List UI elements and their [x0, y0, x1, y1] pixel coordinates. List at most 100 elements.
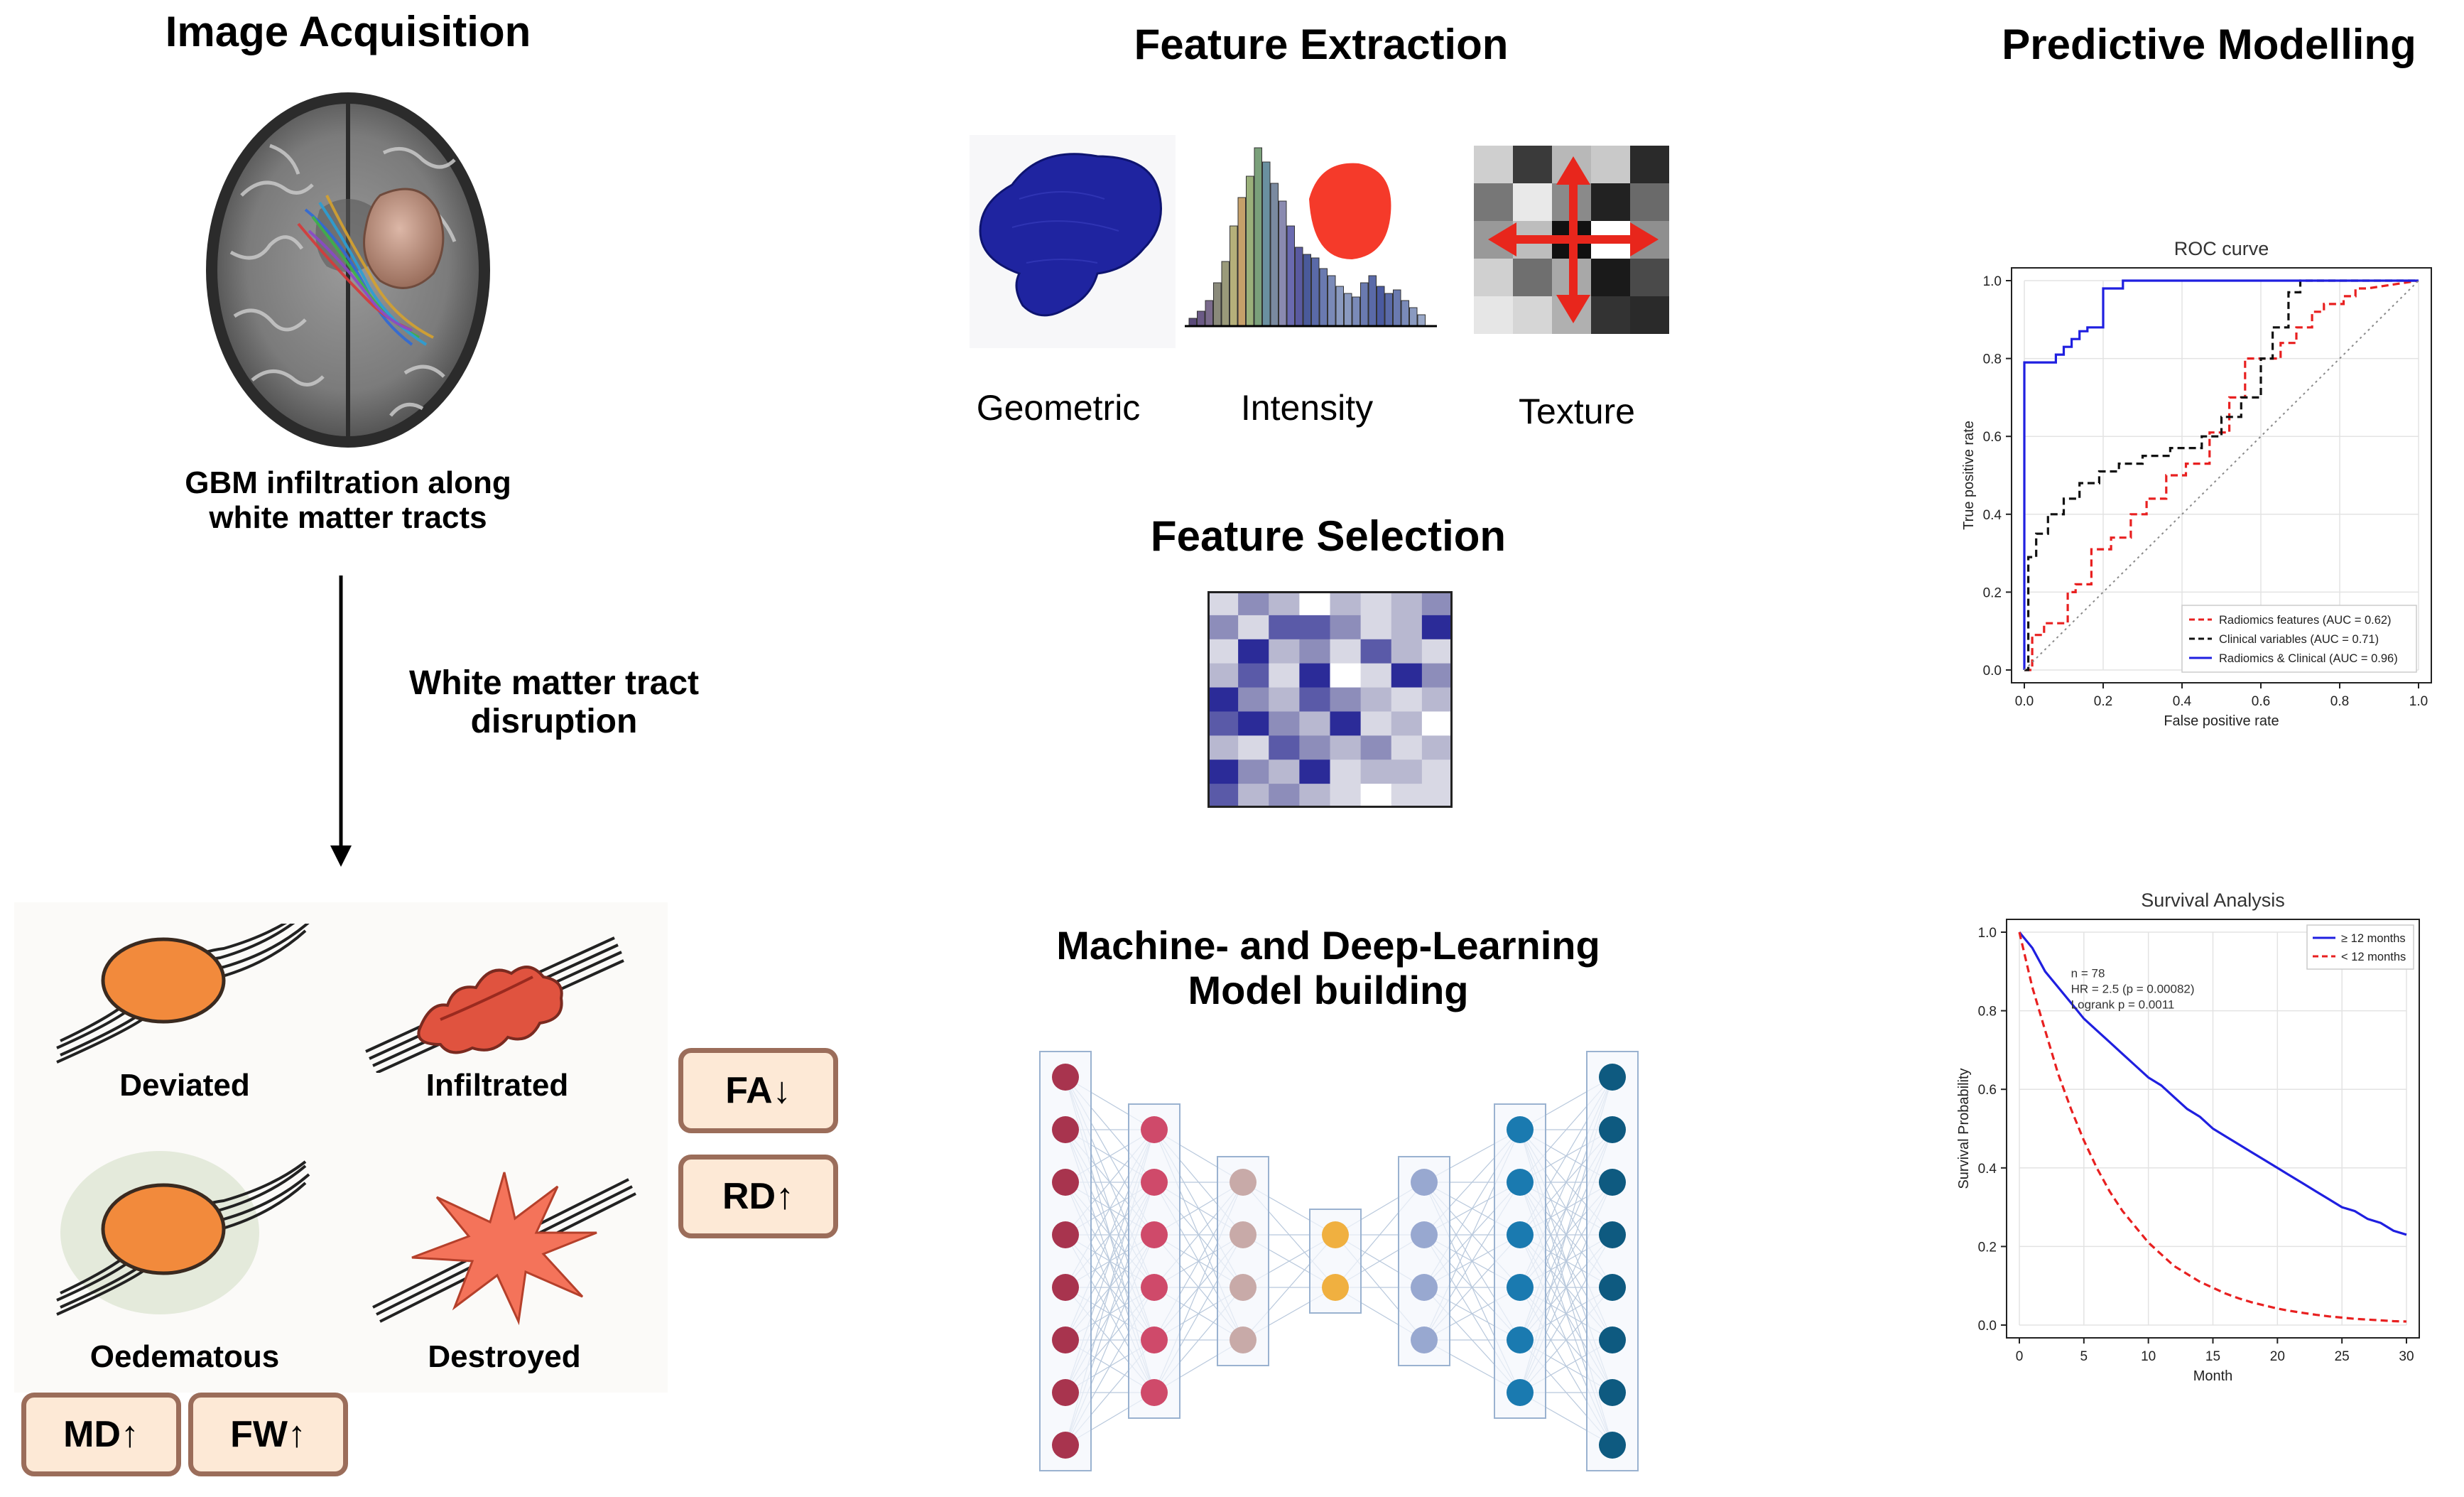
texture-cell [1474, 259, 1513, 296]
predictive-title: Predictive Modelling [2002, 21, 2416, 68]
nn-node [1411, 1221, 1438, 1248]
y-tick-label: 0.4 [1983, 508, 2002, 523]
histogram-bar [1188, 318, 1197, 326]
nn-layer-box [1494, 1103, 1546, 1419]
heatmap-cell [1207, 687, 1239, 712]
y-tick-label: 0.4 [1978, 1162, 1997, 1177]
heatmap-cell [1299, 687, 1330, 712]
histogram-bar [1352, 296, 1360, 326]
histogram-bar [1409, 307, 1418, 326]
heatmap-cell [1391, 735, 1423, 760]
nn-node [1411, 1326, 1438, 1353]
nn-layer-box [1039, 1051, 1092, 1471]
heatmap-cell [1207, 663, 1239, 688]
heatmap-cell [1360, 760, 1392, 784]
histogram-bar [1295, 247, 1303, 326]
x-tick-label: 0.0 [2015, 694, 2034, 709]
heatmap-cell [1207, 735, 1239, 760]
heatmap-cell [1207, 615, 1239, 640]
heatmap-cell [1269, 711, 1300, 736]
legend-box [2306, 924, 2414, 970]
heatmap-cell [1330, 784, 1362, 808]
heatmap-cell [1360, 687, 1392, 712]
heatmap-cell [1391, 784, 1423, 808]
nn-node [1599, 1432, 1626, 1459]
model-building-line-1: Machine- and Deep-Learning [1056, 923, 1600, 968]
oedematous-label: Oedematous [89, 1339, 280, 1374]
fa-badge: FA↓ [678, 1048, 838, 1133]
histogram-bar [1393, 289, 1401, 326]
neural-network-diagram [1039, 1051, 1639, 1471]
oedematous-tract-icon [56, 1151, 310, 1316]
heatmap-cell [1391, 591, 1423, 616]
y-tick-label: 0.2 [1978, 1240, 1997, 1255]
legend-label: Radiomics & Clinical (AUC = 0.96) [2219, 652, 2398, 665]
stats-annotation: Logrank p = 0.0011 [2071, 998, 2175, 1012]
extraction-title: Feature Extraction [1134, 21, 1509, 68]
y-tick-label: 0.0 [1978, 1319, 1997, 1334]
heatmap-cell [1421, 687, 1453, 712]
heatmap-cell [1330, 760, 1362, 784]
nn-node [1141, 1379, 1168, 1406]
deviated-tract-icon [56, 924, 310, 1064]
heatmap-cell [1207, 711, 1239, 736]
down-arrow [330, 575, 352, 867]
nn-node [1411, 1169, 1438, 1196]
histogram-bar [1377, 286, 1385, 326]
histogram-bar [1205, 300, 1213, 326]
nn-node [1507, 1116, 1534, 1143]
y-tick-label: 0.8 [1978, 1005, 1997, 1020]
x-tick-label: 0.4 [2173, 694, 2192, 709]
model-building-title: Machine- and Deep-Learning Model buildin… [1009, 923, 1648, 1012]
series-line [2018, 931, 2407, 1236]
heatmap-cell [1238, 760, 1269, 784]
heatmap-cell [1299, 760, 1330, 784]
texture-arrowhead-left [1488, 222, 1516, 256]
nn-layer-box [1128, 1103, 1181, 1419]
selection-title: Feature Selection [1150, 512, 1507, 560]
heatmap-cell [1421, 639, 1453, 664]
heatmap-cell [1269, 615, 1300, 640]
histogram-bar [1237, 197, 1246, 326]
texture-cell [1474, 146, 1513, 183]
heatmap-cell [1207, 760, 1239, 784]
legend-box [2181, 605, 2417, 673]
histogram-bar [1213, 282, 1222, 326]
x-tick-label: 1.0 [2409, 694, 2428, 709]
heatmap-cell [1330, 687, 1362, 712]
nn-node [1230, 1169, 1257, 1196]
y-tick-label: 0.8 [1983, 352, 2002, 367]
heatmap-border [1207, 591, 1453, 808]
x-axis-label: Month [2193, 1368, 2233, 1384]
heatmap-cell [1330, 639, 1362, 664]
heatmap-cell [1299, 735, 1330, 760]
histogram-bar [1303, 254, 1311, 326]
heatmap-cell [1207, 639, 1239, 664]
heatmap-cell [1360, 639, 1392, 664]
histogram-bar [1311, 257, 1320, 326]
legend-label: Radiomics features (AUC = 0.62) [2219, 614, 2392, 627]
heatmap-cell [1238, 639, 1269, 664]
model-building-line-2: Model building [1188, 967, 1469, 1012]
disruption-label: White matter tract disruption [369, 664, 739, 741]
heatmap-cell [1299, 639, 1330, 664]
x-tick-label: 15 [2205, 1349, 2220, 1364]
histogram-bar [1384, 293, 1393, 326]
histogram-bar [1262, 161, 1271, 326]
geometric-shape-icon [970, 135, 1176, 348]
nn-node [1507, 1326, 1534, 1353]
histogram-bar [1401, 300, 1409, 326]
heatmap-cell [1421, 663, 1453, 688]
x-tick-label: 10 [2141, 1349, 2156, 1364]
x-tick-label: 20 [2270, 1349, 2285, 1364]
x-tick-label: 0 [2016, 1349, 2024, 1364]
plot-frame [2011, 267, 2432, 683]
texture-arrowhead-up [1556, 156, 1590, 185]
heatmap-cell [1238, 663, 1269, 688]
heatmap-cell [1391, 663, 1423, 688]
rd-badge: RD↑ [678, 1155, 838, 1238]
nn-node [1599, 1064, 1626, 1091]
heatmap-cell [1421, 784, 1453, 808]
legend-label: < 12 months [2341, 951, 2406, 963]
